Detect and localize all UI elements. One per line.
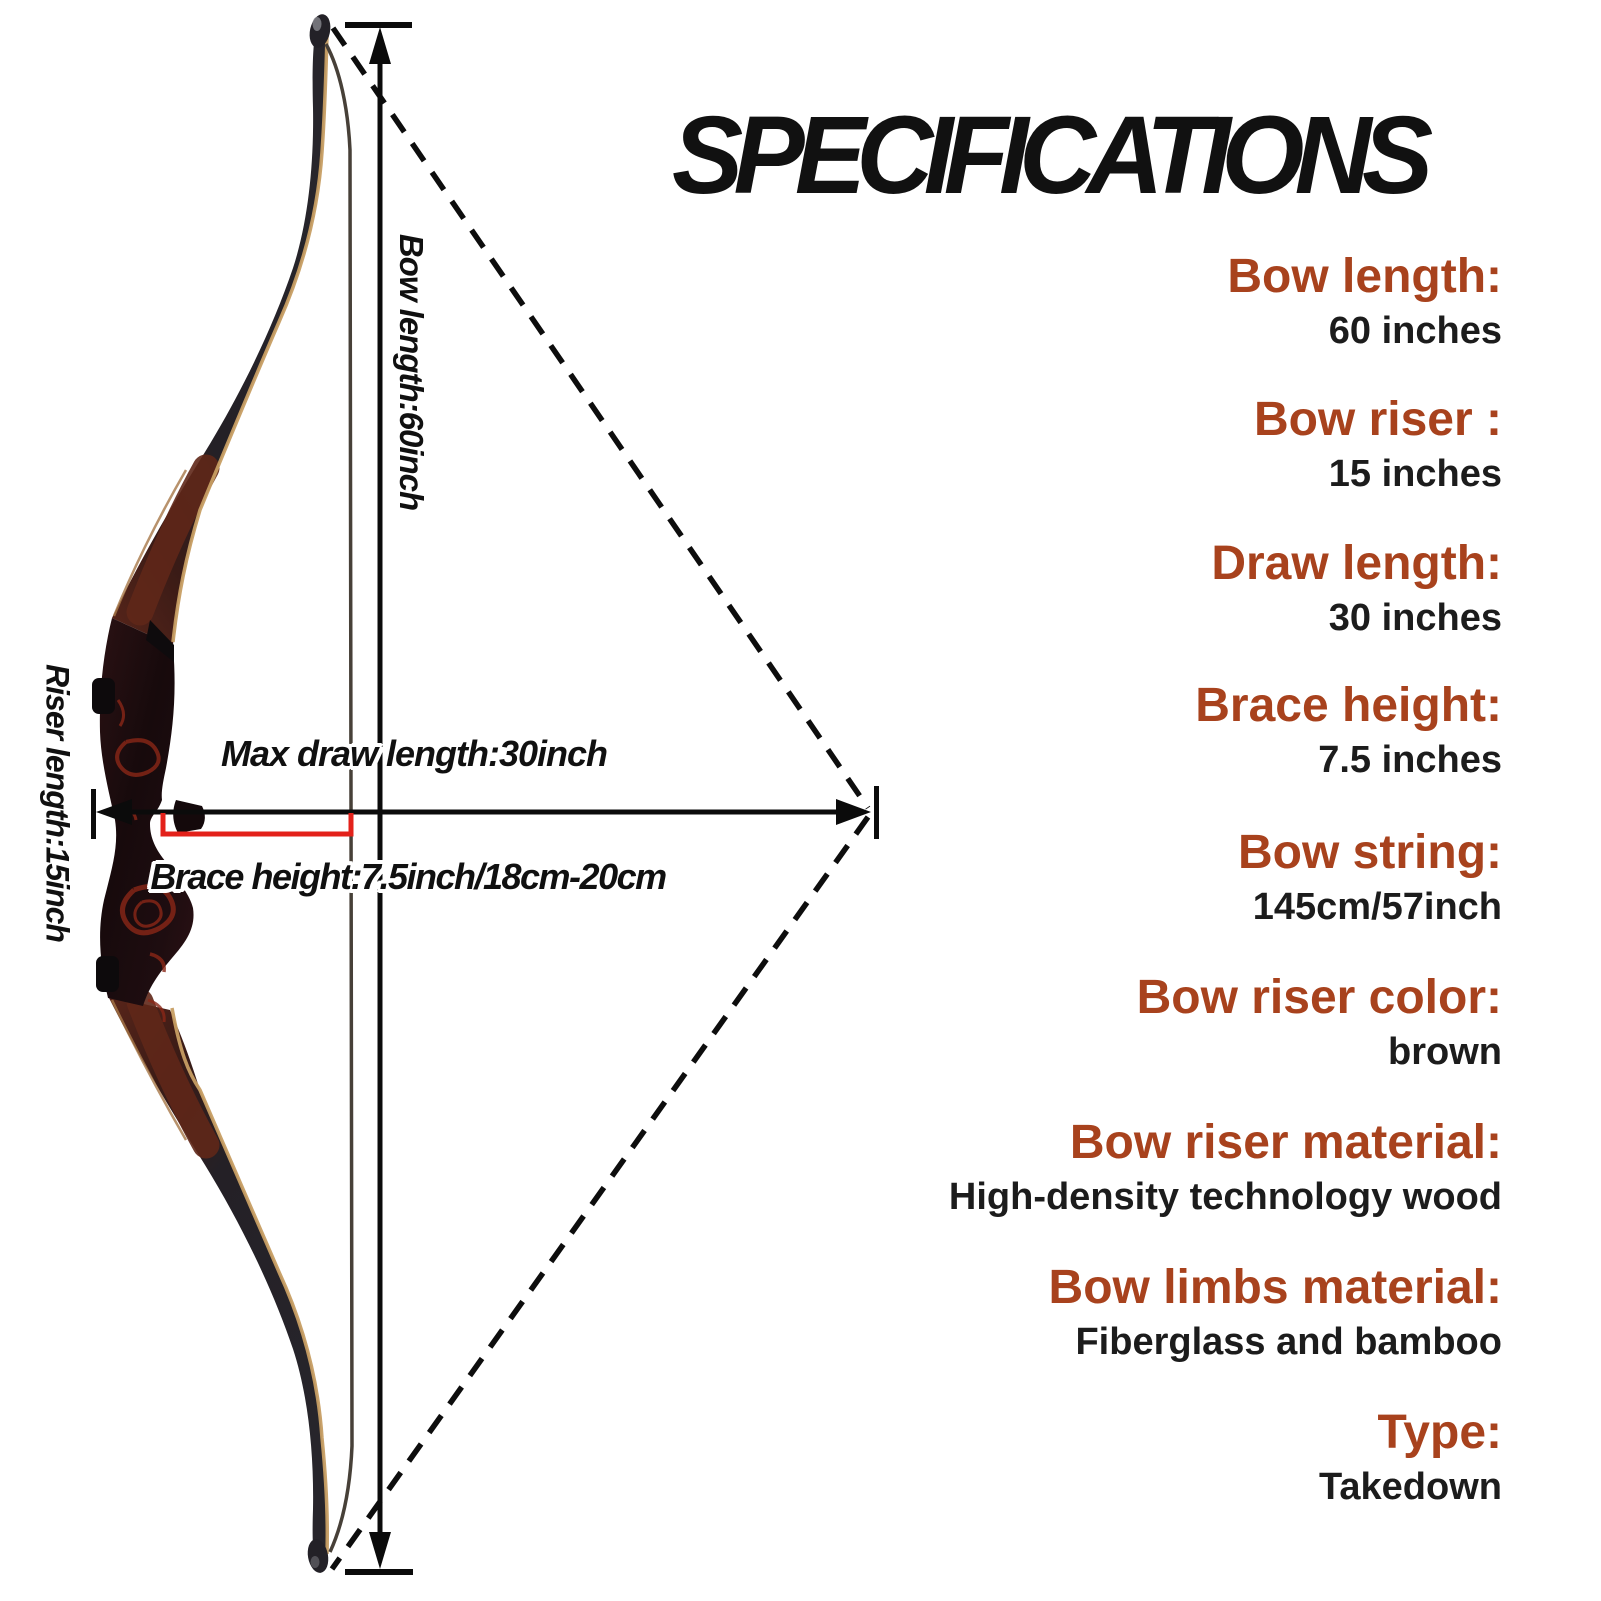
spec-label: Bow length:	[1227, 250, 1502, 303]
spec-item-bow-string: Bow string: 145cm/57inch	[1238, 826, 1502, 928]
spec-value: 15 inches	[1328, 453, 1502, 495]
lower-limb-wood-fade	[126, 988, 220, 1159]
lower-limb-back-stripe	[110, 999, 188, 1141]
lower-limb-edge-stripe	[170, 1007, 330, 1555]
upper-limb-edge-stripe	[171, 35, 329, 643]
spec-label: Type:	[1377, 1406, 1502, 1459]
spec-label: Bow riser color:	[1136, 971, 1502, 1024]
draw-length-arrowhead-left	[96, 799, 132, 825]
upper-pocket-wedge	[146, 620, 174, 662]
spec-label: Bow limbs material:	[1048, 1261, 1502, 1314]
riser-grain	[115, 699, 176, 1023]
bow-length-arrowhead-bottom	[369, 1532, 391, 1569]
upper-limb-back-stripe	[112, 469, 188, 617]
limb-bolt-upper	[92, 678, 115, 714]
upper-limb	[112, 33, 327, 646]
limb-bolt-lower	[96, 956, 119, 992]
dashed-line-upper	[330, 26, 871, 810]
apex-tick	[874, 786, 879, 839]
spec-value: 30 inches	[1328, 597, 1502, 639]
arrow-shelf	[173, 800, 205, 833]
lower-tip	[307, 1539, 329, 1573]
spec-item-bow-length: Bow length: 60 inches	[1227, 250, 1502, 352]
spec-value: 145cm/57inch	[1252, 886, 1502, 928]
brace-height-annotation: Brace height:7.5inch/18cm-20cm	[150, 856, 667, 897]
upper-limb-wood-fade	[126, 454, 220, 626]
spec-value: Fiberglass and bamboo	[1075, 1321, 1502, 1363]
bow-string	[324, 43, 354, 1553]
bow-length-annotation: Bow length:60inch	[393, 233, 430, 511]
max-draw-annotation: Max draw length:30inch	[220, 733, 608, 774]
spec-item-riser-material: Bow riser material: High-density technol…	[948, 1116, 1502, 1218]
spec-item-draw-length: Draw length: 30 inches	[1211, 537, 1502, 639]
spec-item-riser-color: Bow riser color: brown	[1136, 971, 1502, 1073]
spec-value: 60 inches	[1328, 310, 1502, 352]
spec-item-type: Type: Takedown	[1319, 1406, 1502, 1508]
spec-value: brown	[1388, 1031, 1502, 1073]
spec-item-limbs-material: Bow limbs material: Fiberglass and bambo…	[1048, 1261, 1502, 1363]
spec-label: Bow riser material:	[1069, 1116, 1502, 1169]
riser-length-annotation: Riser length:15inch	[39, 664, 76, 942]
spec-value: Takedown	[1319, 1466, 1502, 1508]
upper-tip	[309, 14, 331, 48]
draw-length-arrowhead-right	[836, 799, 871, 825]
spec-item-bow-riser: Bow riser : 15 inches	[1253, 393, 1502, 495]
spec-label: Bow riser :	[1253, 393, 1502, 446]
spec-value: High-density technology wood	[948, 1176, 1502, 1218]
dashed-line-lower	[329, 815, 871, 1571]
brace-height-bracket	[160, 813, 354, 837]
left-tick	[91, 789, 96, 839]
spec-item-brace-height: Brace height: 7.5 inches	[1195, 679, 1502, 781]
spec-label: Draw length:	[1211, 537, 1502, 590]
lower-limb	[108, 996, 328, 1560]
page-title: SPECIFICATIONS	[672, 94, 1433, 217]
spec-value: 7.5 inches	[1318, 739, 1502, 781]
spec-label: Bow string:	[1238, 826, 1502, 879]
bow-length-arrowhead-top	[369, 27, 391, 64]
spec-label: Brace height:	[1195, 679, 1502, 732]
